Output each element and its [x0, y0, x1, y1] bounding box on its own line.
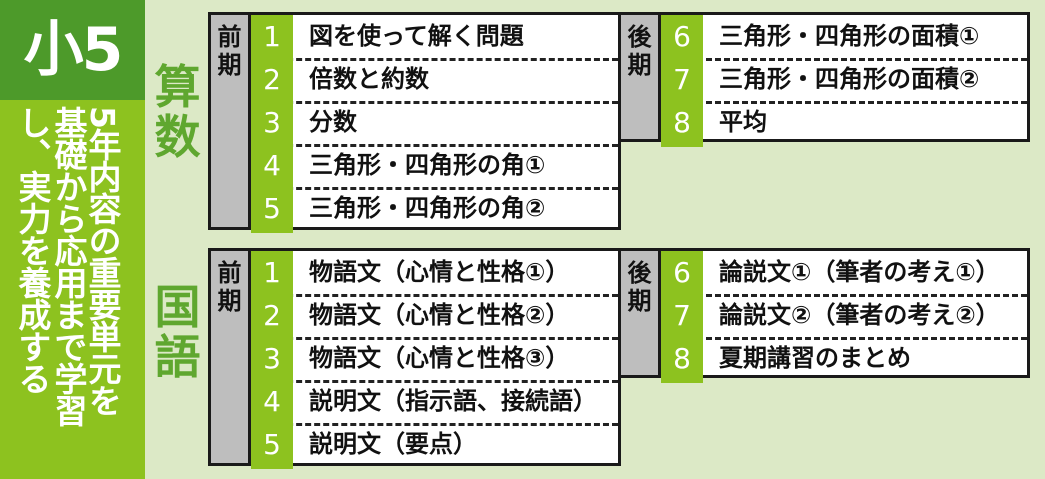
- item-label: 説明文（指示語、接続語）: [309, 387, 597, 415]
- item-number: 5: [251, 187, 293, 233]
- subject-japanese: 国 語: [154, 280, 201, 384]
- item-label: 論説文①（筆者の考え①）: [719, 258, 1000, 286]
- list-item: 3 分数: [251, 101, 618, 147]
- item-number: 2: [251, 294, 293, 337]
- list-item: 4 説明文（指示語、接続語）: [251, 380, 618, 426]
- item-number: 8: [661, 101, 703, 147]
- japanese-first-term-block: 前期 1 物語文（心情と性格①） 2 物語文（心情と性格②） 3 物語文（心情と…: [208, 248, 621, 469]
- list-item: 8 夏期講習のまとめ: [661, 337, 1027, 383]
- subject-math: 算 数: [154, 60, 201, 164]
- math-first-term-block: 前期 1 図を使って解く問題 2 倍数と約数 3 分数 4 三角形・四角形の角①…: [208, 12, 621, 233]
- term-label-first: 前期: [211, 15, 251, 227]
- list-item: 7 三角形・四角形の面積②: [661, 58, 1027, 104]
- item-label: 夏期講習のまとめ: [719, 344, 911, 372]
- japanese-first-rows: 1 物語文（心情と性格①） 2 物語文（心情と性格②） 3 物語文（心情と性格③…: [251, 251, 618, 469]
- item-number: 6: [661, 15, 703, 58]
- math-first-rows: 1 図を使って解く問題 2 倍数と約数 3 分数 4 三角形・四角形の角① 5 …: [251, 15, 618, 233]
- item-number: 1: [251, 15, 293, 58]
- list-item: 1 図を使って解く問題: [251, 15, 618, 61]
- item-number: 1: [251, 251, 293, 294]
- item-label: 物語文（心情と性格①）: [309, 258, 570, 286]
- item-number: 7: [661, 294, 703, 337]
- list-item: 1 物語文（心情と性格①）: [251, 251, 618, 297]
- item-label: 説明文（要点）: [309, 430, 477, 458]
- math-second-rows: 6 三角形・四角形の面積① 7 三角形・四角形の面積② 8 平均: [661, 15, 1027, 147]
- grade-badge: 小5: [0, 0, 145, 100]
- term-label-first: 前期: [211, 251, 251, 463]
- description-line-2: 基礎から応用まで学習: [49, 106, 88, 426]
- list-item: 7 論説文②（筆者の考え②）: [661, 294, 1027, 340]
- item-number: 7: [661, 58, 703, 101]
- item-label: 図を使って解く問題: [309, 22, 524, 50]
- item-label: 分数: [309, 108, 357, 136]
- list-item: 6 三角形・四角形の面積①: [661, 15, 1027, 61]
- item-number: 2: [251, 58, 293, 101]
- item-number: 3: [251, 337, 293, 380]
- term-label-second: 後期: [621, 251, 661, 375]
- item-label: 三角形・四角形の面積①: [719, 22, 980, 50]
- item-number: 3: [251, 101, 293, 144]
- list-item: 4 三角形・四角形の角①: [251, 144, 618, 190]
- item-label: 三角形・四角形の角②: [309, 194, 546, 222]
- item-label: 平均: [719, 108, 767, 136]
- list-item: 3 物語文（心情と性格③）: [251, 337, 618, 383]
- description-line-3: し、実力を養成する: [13, 106, 52, 394]
- item-label: 三角形・四角形の面積②: [719, 65, 980, 93]
- item-label: 物語文（心情と性格②）: [309, 301, 570, 329]
- japanese-second-rows: 6 論説文①（筆者の考え①） 7 論説文②（筆者の考え②） 8 夏期講習のまとめ: [661, 251, 1027, 383]
- list-item: 8 平均: [661, 101, 1027, 147]
- item-label: 物語文（心情と性格③）: [309, 344, 570, 372]
- item-number: 6: [661, 251, 703, 294]
- list-item: 2 物語文（心情と性格②）: [251, 294, 618, 340]
- item-number: 5: [251, 423, 293, 469]
- list-item: 6 論説文①（筆者の考え①）: [661, 251, 1027, 297]
- list-item: 5 三角形・四角形の角②: [251, 187, 618, 233]
- list-item: 5 説明文（要点）: [251, 423, 618, 469]
- term-label-second: 後期: [621, 15, 661, 139]
- item-number: 4: [251, 144, 293, 187]
- item-number: 8: [661, 337, 703, 383]
- item-label: 倍数と約数: [309, 65, 429, 93]
- left-panel: 小5 5年内容の重要単元を 基礎から応用まで学習 し、実力を養成する: [0, 0, 145, 479]
- item-label: 論説文②（筆者の考え②）: [719, 301, 1000, 329]
- math-second-term-block: 後期 6 三角形・四角形の面積① 7 三角形・四角形の面積② 8 平均: [618, 12, 1030, 147]
- item-number: 4: [251, 380, 293, 423]
- description-line-1: 5年内容の重要単元を: [83, 106, 122, 416]
- japanese-second-term-block: 後期 6 論説文①（筆者の考え①） 7 論説文②（筆者の考え②） 8 夏期講習の…: [618, 248, 1030, 383]
- item-label: 三角形・四角形の角①: [309, 151, 546, 179]
- list-item: 2 倍数と約数: [251, 58, 618, 104]
